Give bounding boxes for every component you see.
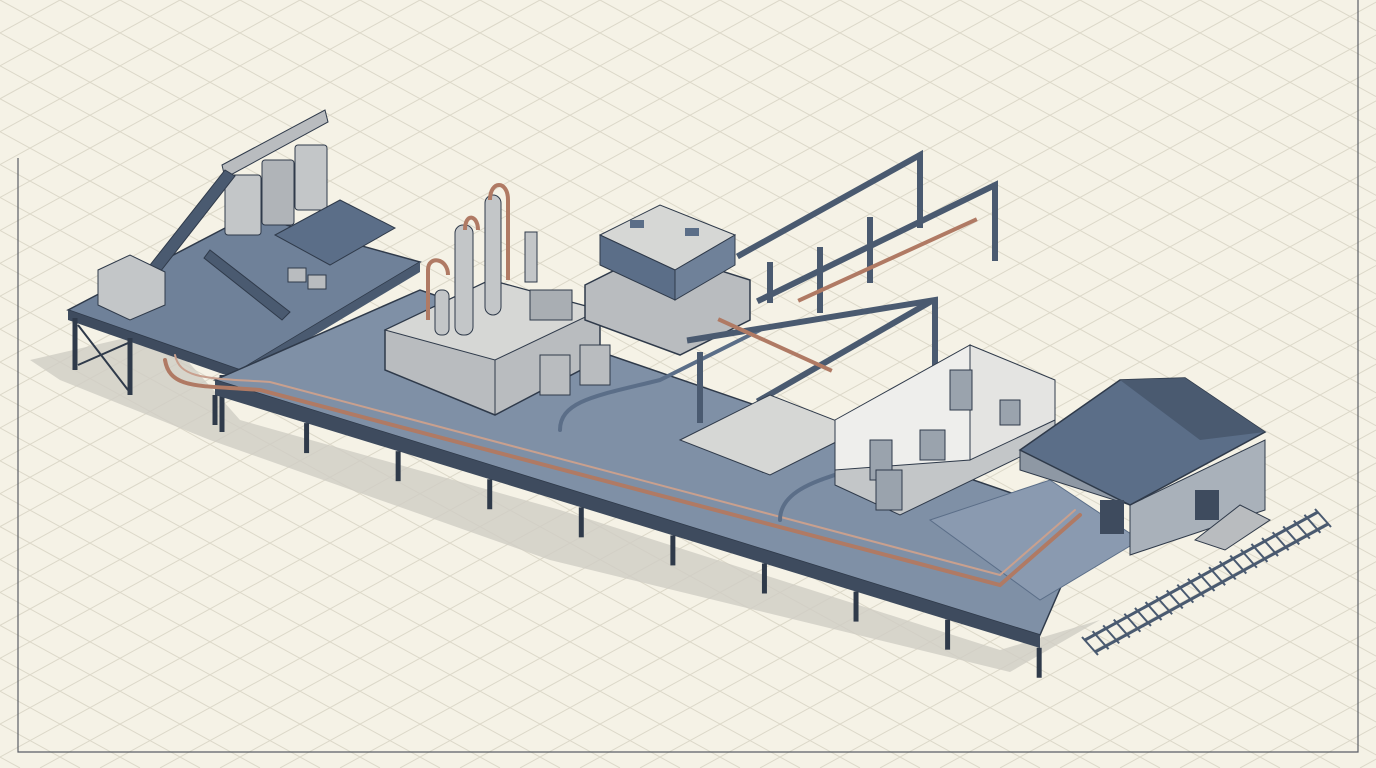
rail-tie (1282, 525, 1300, 546)
rail-tie (1208, 566, 1226, 586)
rail-tie (1165, 589, 1184, 610)
rail-tie (1091, 630, 1110, 650)
ground-shadow (30, 330, 1100, 672)
rail-tie (1123, 613, 1142, 633)
rail-tie (1102, 624, 1120, 645)
rail-tie (1271, 531, 1290, 551)
rail-tie (1134, 607, 1152, 627)
rail-tie (1229, 554, 1248, 575)
rail-tie (1250, 543, 1269, 563)
rail-tie (1261, 537, 1279, 557)
control-building (584, 204, 751, 356)
warehouse (1018, 377, 1271, 556)
rail-tie (1155, 595, 1173, 615)
processing-plant (383, 183, 611, 416)
silos-and-conveyor (97, 109, 397, 321)
rail-tie (1144, 601, 1163, 621)
rail-tie (1197, 572, 1216, 592)
rail-tie (1314, 508, 1332, 528)
rail-tie (1081, 636, 1099, 656)
rail-tie (1187, 578, 1205, 598)
lab-room (834, 344, 1056, 516)
rail-tie (1303, 514, 1322, 534)
rail-tie (1218, 560, 1237, 581)
rail-track (1081, 508, 1332, 656)
rail-tie (1240, 549, 1258, 569)
pipe-run (163, 328, 1082, 588)
drawing-frame (17, 0, 1359, 753)
rail-tie (1176, 583, 1195, 604)
rail-tie (1113, 618, 1131, 639)
rail-tie (1293, 519, 1311, 540)
